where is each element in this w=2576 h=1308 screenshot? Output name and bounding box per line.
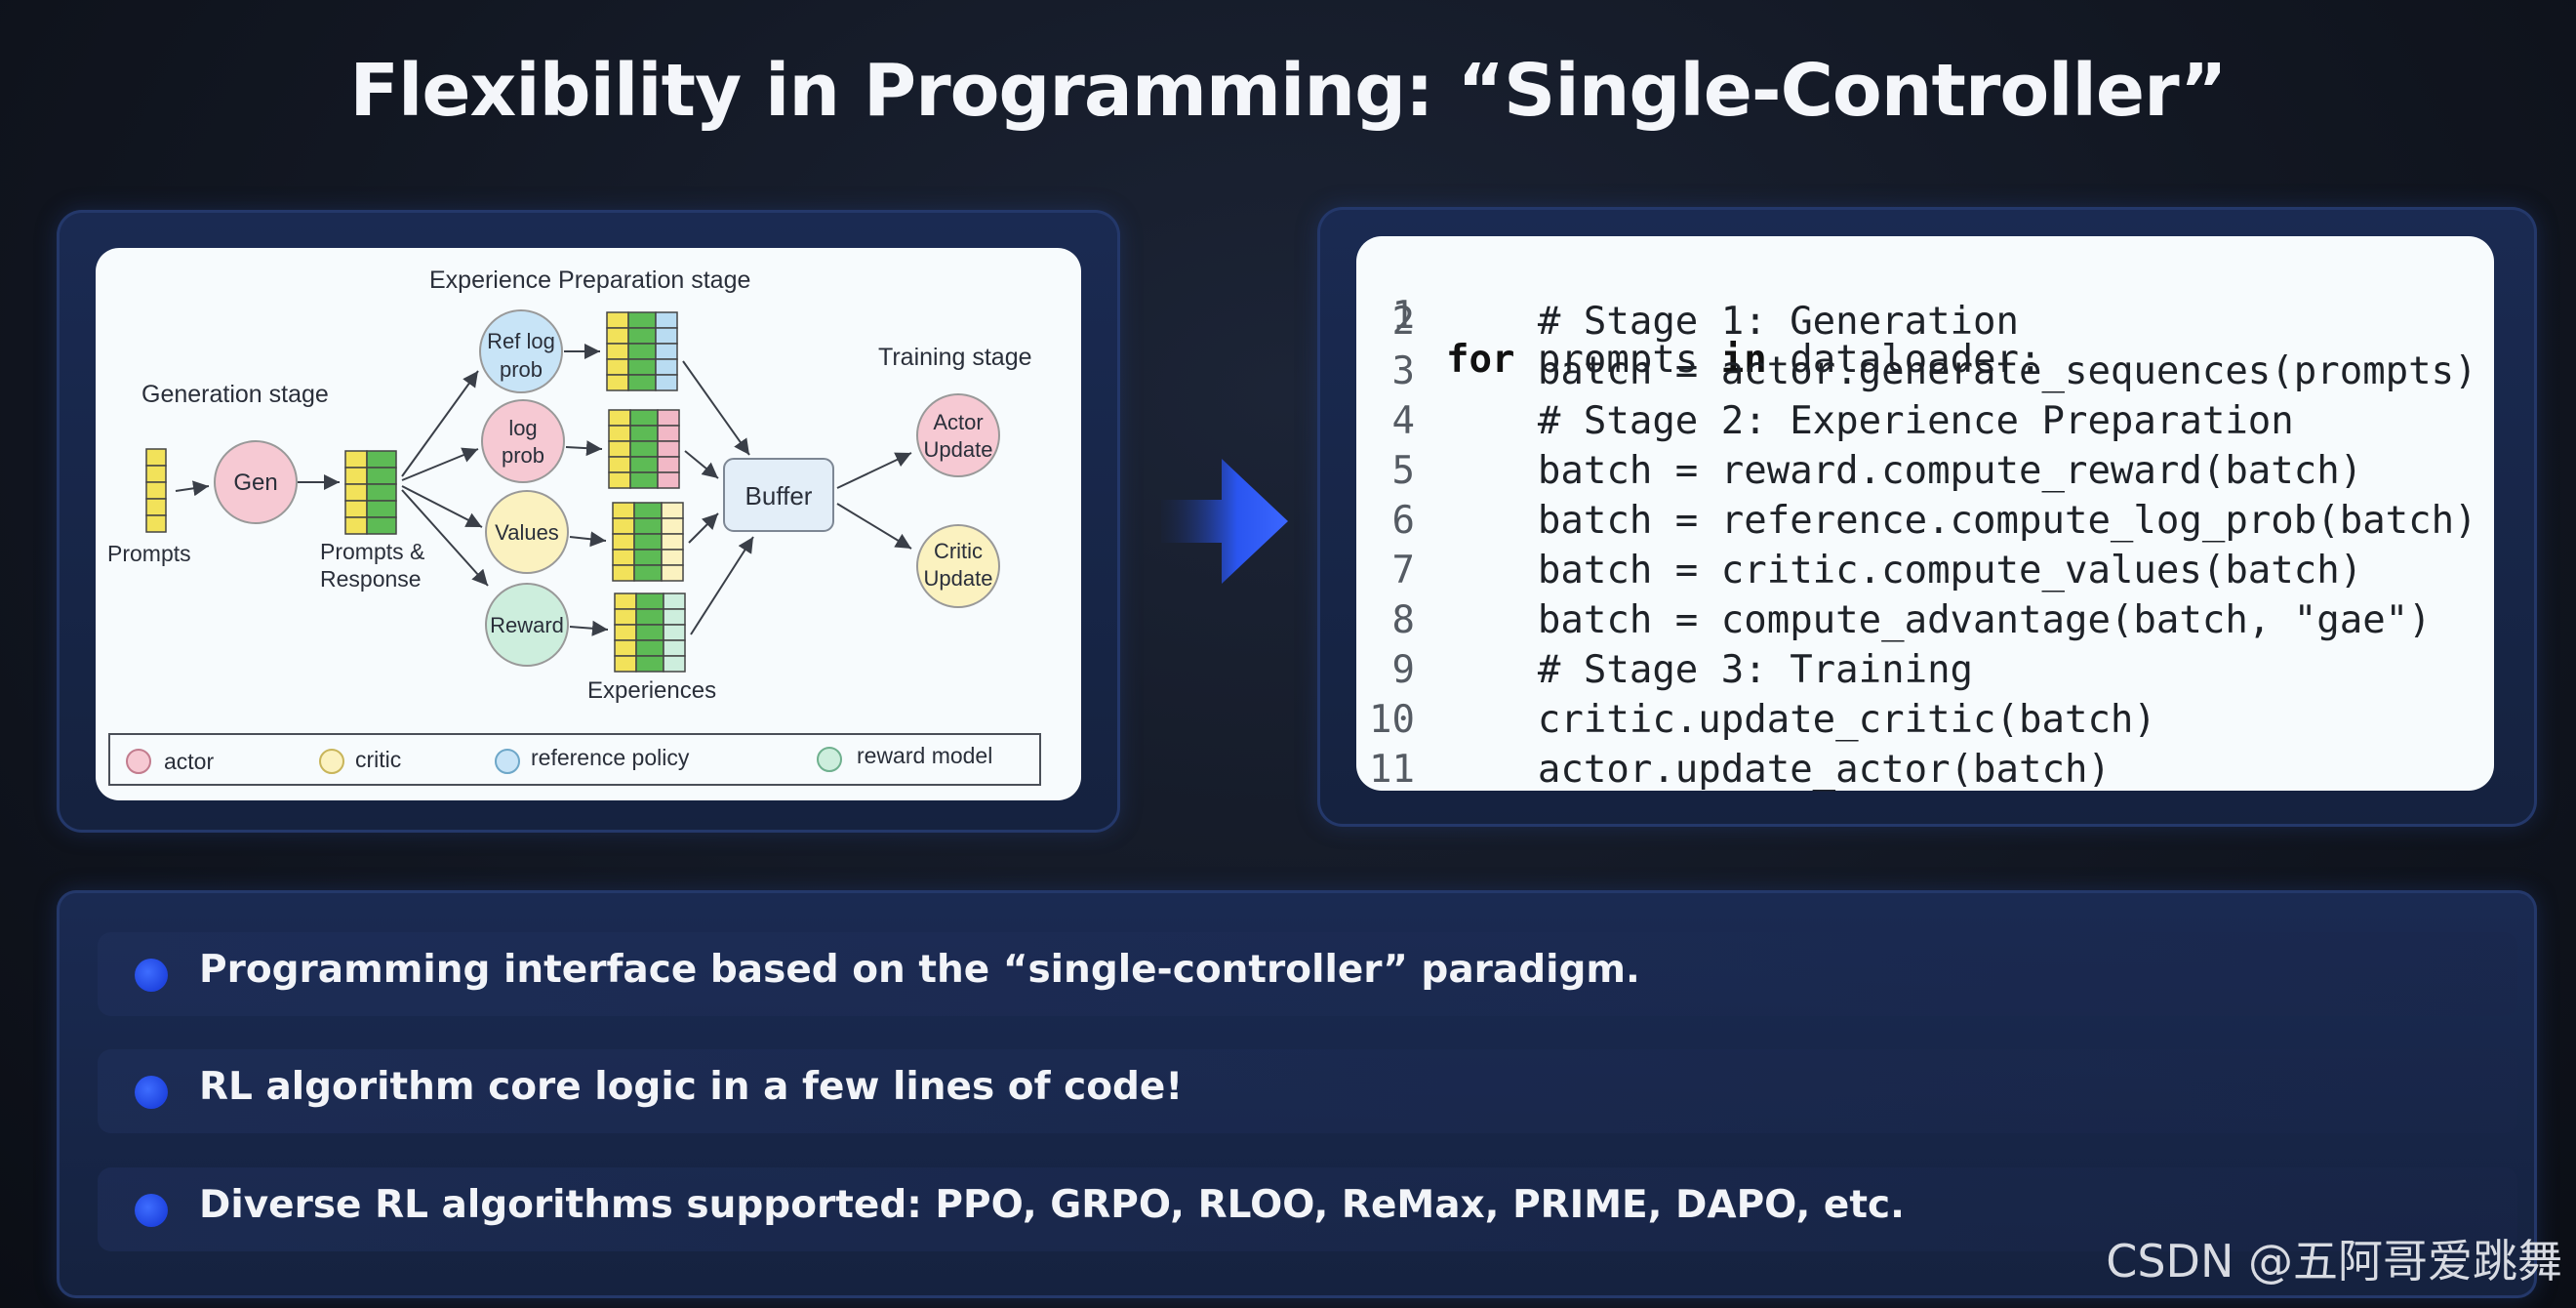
code-line: 1 for prompts in dataloader: [1356,250,2042,382]
reward-node [485,583,569,667]
bullet-item: Programming interface based on the “sing… [98,932,2517,1016]
line-number: 8 [1391,598,1415,642]
bullet-item: Diverse RL algorithms supported: PPO, GR… [98,1167,2517,1251]
legend-reference: reference policy [531,745,690,770]
buffer-label: Buffer [745,481,813,511]
experience-stack-values [612,502,684,582]
stage-experience-label: Experience Preparation stage [429,266,750,294]
values-label: Values [495,520,559,545]
code-text: for prompts in dataloader: [1446,338,2042,382]
legend-box [108,733,1041,786]
code-fragment: prompts [1514,338,1721,382]
stage-generation-label: Generation stage [141,381,329,408]
experience-stack-ref [606,311,678,391]
values-node [485,490,569,574]
prompts-response-stack [344,450,397,535]
code-text: batch = reference.compute_log_prob(batch… [1446,499,2477,543]
line-number: 2 [1391,300,1415,344]
prompts-response-label-1: Prompts & [320,539,424,564]
bullet-dot-icon [135,1076,168,1109]
reward-label: Reward [490,613,564,637]
prompts-stack [145,448,167,533]
code-text: # Stage 2: Experience Preparation [1446,399,2294,443]
code-text: batch = critic.compute_values(batch) [1446,549,2363,593]
code-text: actor.update_actor(batch) [1446,748,2111,792]
gen-node [214,440,298,524]
bullet-text: Programming interface based on the “sing… [199,948,1640,992]
experience-stack-logprob [608,409,680,489]
critic-update-node [916,524,1000,608]
legend-reward-model-swatch [817,747,842,772]
bullet-dot-icon [135,959,168,992]
code-text: batch = actor.generate_sequences(prompts… [1446,349,2477,393]
legend-actor-swatch [126,749,151,774]
watermark: CSDN @五阿哥爱跳舞 [2106,1235,2562,1288]
code-text: # Stage 3: Training [1446,648,1974,692]
legend-reward-model: reward model [857,743,992,768]
line-number: 5 [1391,449,1415,493]
critic-update-label-1: Critic [934,539,983,563]
right-arrow-icon [1161,459,1288,584]
code-text: # Stage 1: Generation [1446,300,2019,344]
ref-log-prob-label-1: Ref log [487,329,555,353]
bullet-dot-icon [135,1194,168,1227]
actor-update-label-2: Update [924,437,993,462]
legend-critic-swatch [319,749,344,774]
code-text: batch = reward.compute_reward(batch) [1446,449,2363,493]
line-number: 3 [1391,349,1415,393]
log-prob-label-2: prob [502,443,544,468]
bullet-item: RL algorithm core logic in a few lines o… [98,1049,2517,1133]
line-number: 9 [1391,648,1415,692]
line-number: 4 [1391,399,1415,443]
actor-update-node [916,393,1000,477]
actor-update-label-1: Actor [933,410,983,434]
legend-critic: critic [355,747,401,772]
experience-stack-reward [614,593,686,673]
diagram-card [96,248,1081,800]
critic-update-label-2: Update [924,566,993,591]
ref-log-prob-label-2: prob [500,357,543,382]
bullet-text: RL algorithm core logic in a few lines o… [199,1065,1184,1109]
log-prob-label-1: log [508,416,537,440]
experiences-label: Experiences [587,677,716,704]
line-number: 10 [1369,698,1415,742]
legend-actor: actor [164,749,214,774]
line-number: 1 [1391,294,1415,338]
code-text: critic.update_critic(batch) [1446,698,2156,742]
prompts-label: Prompts [107,541,191,566]
code-card [1356,236,2494,791]
slide-title: Flexibility in Programming: “Single-Cont… [349,49,2227,133]
ref-log-prob-node [479,309,563,393]
keyword-for: for [1446,338,1515,382]
stage-training-label: Training stage [878,344,1032,371]
keyword-in: in [1720,338,1767,382]
buffer-node [723,458,834,532]
prompts-response-label-2: Response [320,566,422,592]
bullet-text: Diverse RL algorithms supported: PPO, GR… [199,1183,1905,1227]
line-number: 11 [1369,748,1415,792]
line-number: 6 [1391,499,1415,543]
gen-label: Gen [233,470,277,496]
legend-reference-swatch [495,749,520,774]
code-fragment: dataloader: [1766,338,2042,382]
code-text: batch = compute_advantage(batch, "gae") [1446,598,2432,642]
log-prob-node [481,399,565,483]
line-number: 7 [1391,549,1415,593]
